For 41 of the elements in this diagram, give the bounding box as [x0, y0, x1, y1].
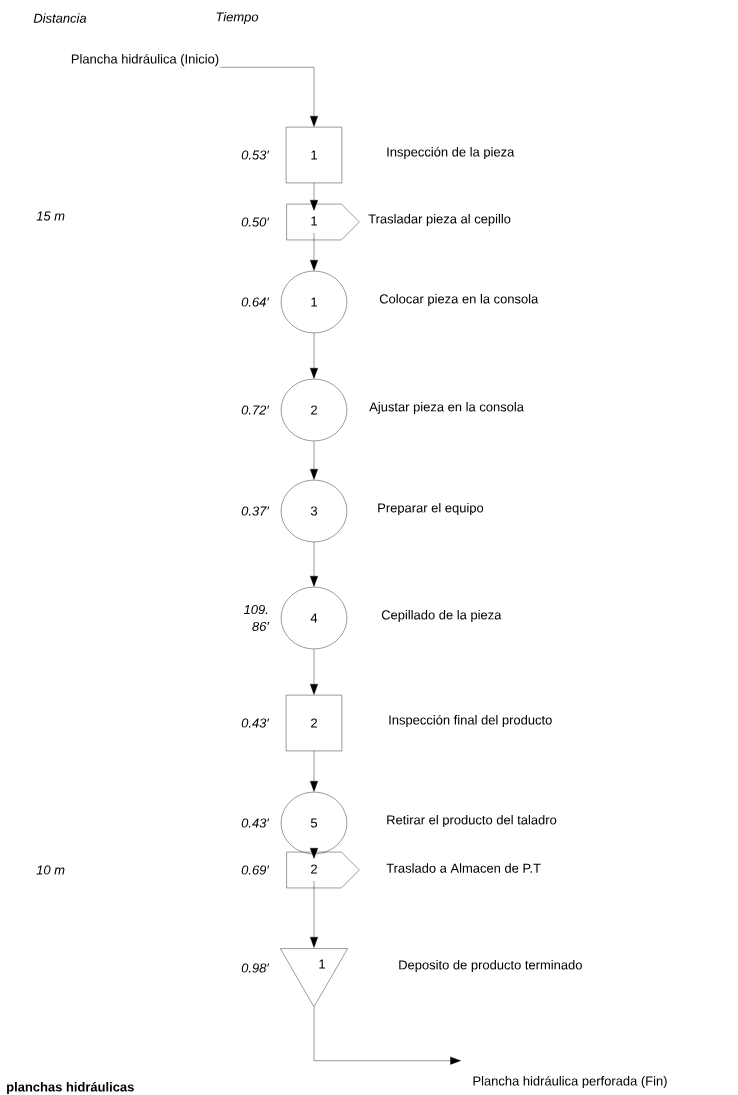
time-value: 0.43′	[241, 818, 270, 828]
time-value: 0.53′	[241, 150, 270, 160]
time-value: 0.98′	[241, 963, 270, 973]
arrow	[310, 880, 318, 948]
time-value: 0.37′	[241, 506, 270, 516]
step-description: Deposito de producto terminado	[399, 959, 582, 973]
step-description: Retirar el producto del taladro	[387, 814, 557, 828]
terminal-label: Plancha hidráulica perforada (Fin)	[473, 1075, 667, 1089]
arrow	[310, 232, 318, 271]
inspection-square: 2	[285, 694, 343, 752]
time-value: 109. 86′	[243, 604, 270, 632]
time-value: 0.69′	[241, 865, 270, 875]
step-description: Cepillado de la pieza	[381, 609, 502, 623]
arrow	[310, 648, 318, 695]
inspection-square: 1	[285, 126, 343, 184]
arrow	[313, 1006, 461, 1065]
arrow	[310, 847, 318, 859]
column-header: Tiempo	[216, 11, 259, 25]
time-value: 0.64′	[241, 297, 270, 307]
step-description: Inspección final del producto	[389, 714, 552, 728]
distance-value: 15 m	[36, 211, 65, 221]
step-description: Inspección de la pieza	[387, 146, 515, 160]
terminal-label: Plancha hidráulica (Inicio)	[71, 53, 219, 67]
caption-text: planchas hidráulicas	[7, 1081, 134, 1095]
arrow	[310, 182, 318, 211]
arrow	[310, 750, 318, 792]
arrow	[310, 440, 318, 480]
arrow	[310, 541, 318, 587]
step-description: Trasladar pieza al cepillo	[368, 213, 511, 227]
step-description: Traslado a Almacen de P.T	[386, 863, 541, 873]
arrow	[310, 332, 318, 379]
step-description: Colocar pieza en la consola	[379, 293, 539, 307]
time-value: 0.72′	[241, 405, 270, 415]
time-value: 0.50′	[241, 217, 270, 227]
arrow	[220, 67, 318, 127]
distance-value: 10 m	[36, 865, 65, 875]
time-value: 0.43′	[241, 718, 270, 728]
storage-triangle: 1	[280, 948, 348, 1008]
step-description: Ajustar pieza en la consola	[369, 401, 524, 415]
column-header: Distancia	[33, 13, 87, 23]
step-description: Preparar el equipo	[378, 502, 484, 516]
